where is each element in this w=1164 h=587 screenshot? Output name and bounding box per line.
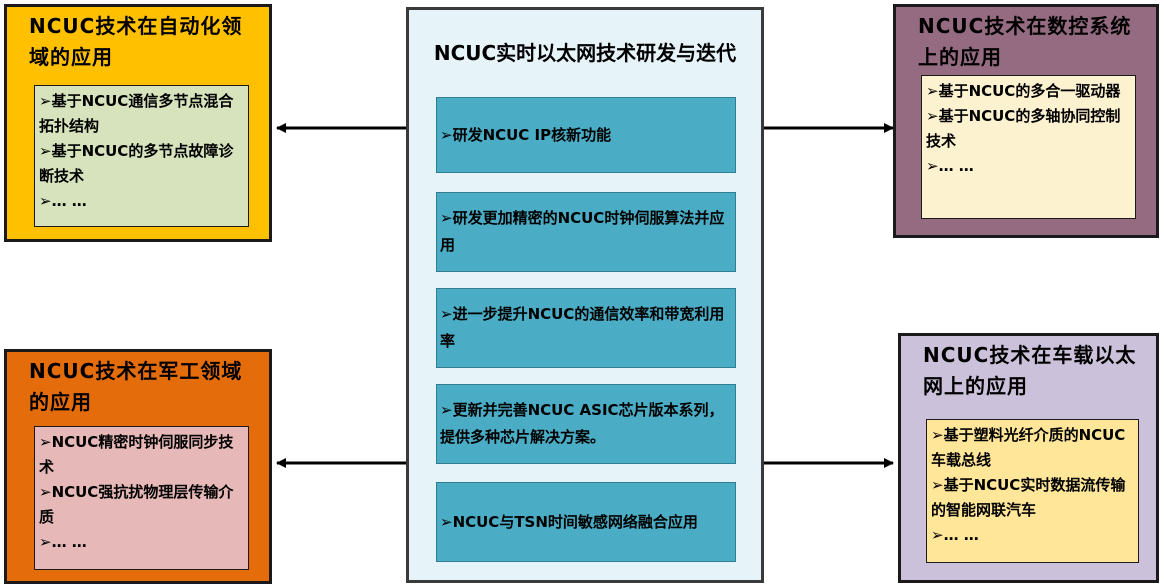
top-right-box: NCUC技术在数控系统上的应用 ➢基于NCUC的多合一驱动器 ➢基于NCUC的多… [893,4,1159,238]
top-left-title: NCUC技术在自动化领域的应用 [29,14,243,69]
bottom-left-item-2: ➢NCUC强抗扰物理层传输介质 [39,483,234,526]
center-item-4: ➢更新并完善NCUC ASIC芯片版本系列，提供多种芯片解决方案。 [436,384,736,464]
bottom-right-item-1: ➢基于塑料光纤介质的NCUC车载总线 [931,426,1126,469]
top-right-item-1: ➢基于NCUC的多合一驱动器 [926,82,1121,100]
top-left-item-3: ➢… … [39,192,87,210]
center-box: NCUC实时以太网技术研发与迭代 ➢研发NCUC IP核新功能 ➢研发更加精密的… [406,7,764,583]
top-right-item-2: ➢基于NCUC的多轴协同控制技术 [926,107,1121,150]
top-left-box: NCUC技术在自动化领域的应用 ➢基于NCUC通信多节点混合拓扑结构 ➢基于NC… [4,4,272,242]
center-item-5: ➢NCUC与TSN时间敏感网络融合应用 [436,482,736,562]
top-left-item-1: ➢基于NCUC通信多节点混合拓扑结构 [39,92,234,135]
center-item-1: ➢研发NCUC IP核新功能 [436,97,736,173]
bottom-right-item-2: ➢基于NCUC实时数据流传输的智能网联汽车 [931,476,1126,519]
bottom-right-inner: ➢基于塑料光纤介质的NCUC车载总线 ➢基于NCUC实时数据流传输的智能网联汽车… [926,419,1139,563]
top-left-item-2: ➢基于NCUC的多节点故障诊断技术 [39,142,234,185]
top-right-item-3: ➢… … [926,157,974,175]
bottom-left-title: NCUC技术在军工领域的应用 [29,359,243,414]
center-item-2: ➢研发更加精密的NCUC时钟伺服算法并应用 [436,192,736,272]
bottom-left-item-1: ➢NCUC精密时钟伺服同步技术 [39,433,234,476]
bottom-left-inner: ➢NCUC精密时钟伺服同步技术 ➢NCUC强抗扰物理层传输介质 ➢… … [34,426,249,570]
bottom-right-item-3: ➢… … [931,526,979,544]
center-item-3: ➢进一步提升NCUC的通信效率和带宽利用率 [436,288,736,368]
top-right-inner: ➢基于NCUC的多合一驱动器 ➢基于NCUC的多轴协同控制技术 ➢… … [921,75,1136,219]
bottom-right-title: NCUC技术在车载以太网上的应用 [923,343,1137,398]
top-left-inner: ➢基于NCUC通信多节点混合拓扑结构 ➢基于NCUC的多节点故障诊断技术 ➢… … [34,85,249,227]
bottom-left-item-3: ➢… … [39,533,87,551]
center-title: NCUC实时以太网技术研发与迭代 [433,41,737,65]
bottom-left-box: NCUC技术在军工领域的应用 ➢NCUC精密时钟伺服同步技术 ➢NCUC强抗扰物… [4,349,272,584]
bottom-right-box: NCUC技术在车载以太网上的应用 ➢基于塑料光纤介质的NCUC车载总线 ➢基于N… [898,333,1159,583]
top-right-title: NCUC技术在数控系统上的应用 [918,14,1132,69]
